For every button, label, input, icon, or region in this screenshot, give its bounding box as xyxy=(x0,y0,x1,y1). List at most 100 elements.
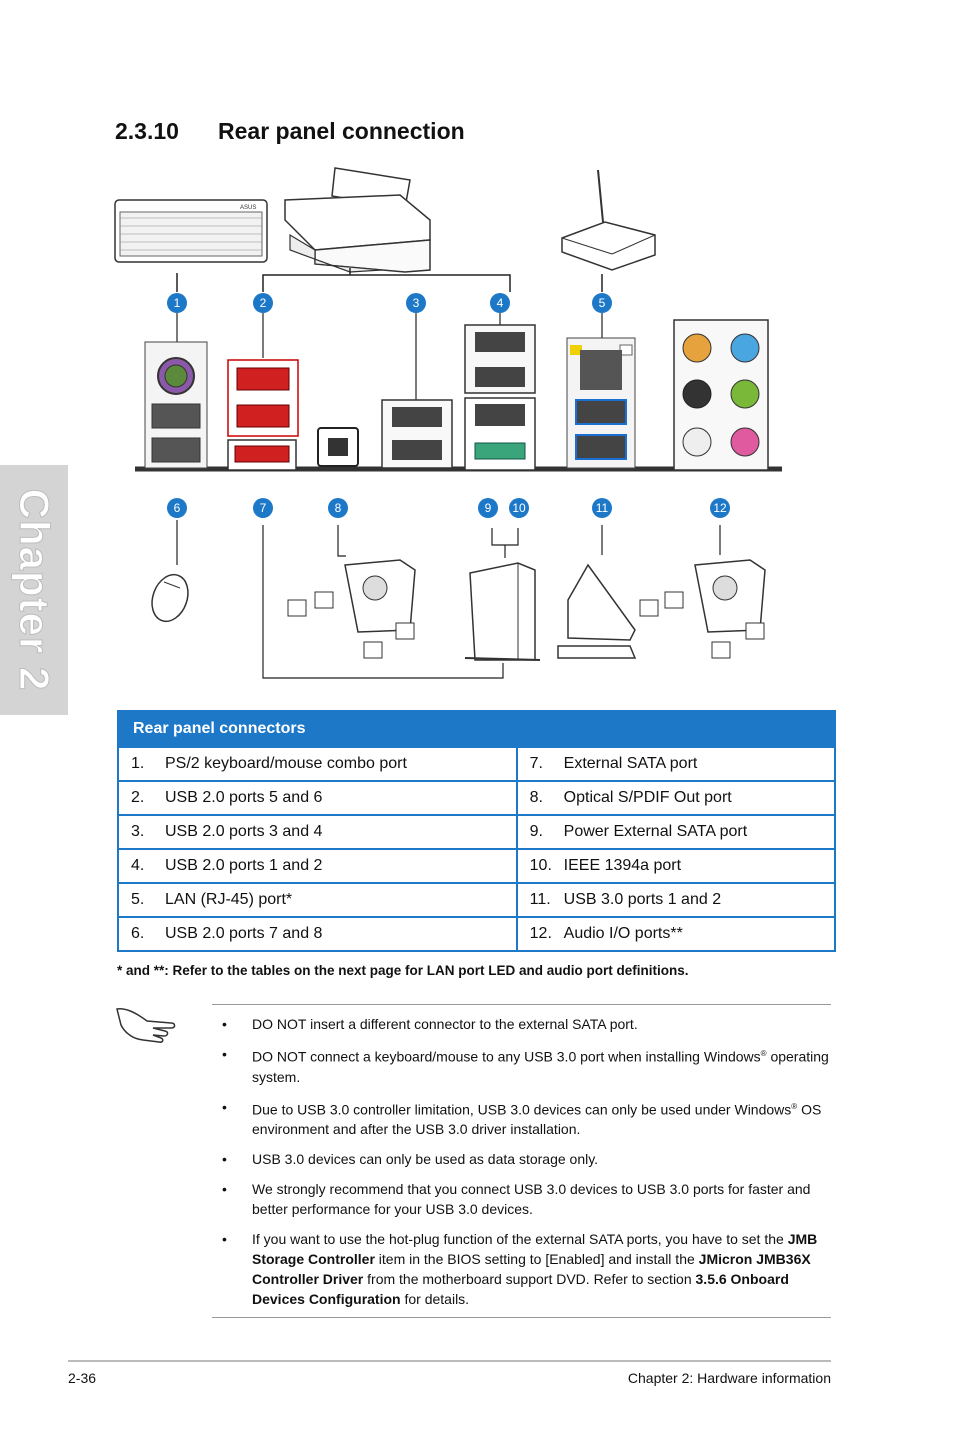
marker-2-label: 2 xyxy=(260,296,267,310)
marker-12-label: 12 xyxy=(713,501,727,515)
row-label: USB 2.0 ports 5 and 6 xyxy=(165,789,323,806)
rear-panel-diagram: ASUS 1 2 3 4 5 xyxy=(114,167,782,679)
row-number: 1. xyxy=(131,755,145,772)
spdif-opening xyxy=(328,438,348,456)
row-label: USB 3.0 ports 1 and 2 xyxy=(563,891,722,908)
ps2-usb-block xyxy=(144,341,208,469)
table-row: 2. USB 2.0 ports 5 and 6 8. Optical S/PDIF… xyxy=(117,780,837,816)
row-label: External SATA port xyxy=(563,755,698,772)
keyboard-icon: ASUS xyxy=(114,199,268,263)
note-text: operating system. xyxy=(252,1048,829,1085)
marker-10 xyxy=(509,498,529,518)
row-label: USB 2.0 ports 7 and 8 xyxy=(165,925,323,942)
row-number: 11. xyxy=(529,891,551,908)
mouse-icon xyxy=(151,573,189,623)
chapter-tab: Chapter 2 xyxy=(0,465,68,715)
bullet: • xyxy=(222,1046,227,1062)
rear-panel-connectors-table: Rear panel connectors 1. PS/2 keyboard/mo… xyxy=(117,710,837,952)
lan-usb3-block xyxy=(566,337,636,469)
table-row: 1. PS/2 keyboard/mouse combo port 7. Exter… xyxy=(117,746,837,782)
marker-7 xyxy=(253,498,273,518)
bullet: • xyxy=(222,1231,227,1248)
marker-5-label: 5 xyxy=(599,296,606,310)
note-text: for details. xyxy=(404,1291,470,1308)
section-title: Rear panel connection xyxy=(218,118,465,144)
marker-1-label: 1 xyxy=(174,296,181,310)
registered-mark: ® xyxy=(791,1101,798,1111)
bullet: • xyxy=(222,1016,227,1032)
note-text: Due to USB 3.0 controller limitation, US… xyxy=(252,1101,792,1118)
note-item: • USB 3.0 devices can only be used as da… xyxy=(222,1149,834,1169)
speaker-set-icon xyxy=(287,559,416,659)
note-text: from the motherboard support DVD. Refer … xyxy=(367,1271,692,1288)
note-item: • If you want to use the hot-plug functi… xyxy=(222,1229,834,1309)
row-label: USB 2.0 ports 3 and 4 xyxy=(165,823,323,840)
usb-12-1394-block xyxy=(464,324,536,471)
table-row: 4. USB 2.0 ports 1 and 2 10. IEEE 1394a po… xyxy=(117,848,837,884)
row-label: PS/2 keyboard/mouse combo port xyxy=(165,755,407,772)
note-text: item in the BIOS setting to [Enabled] an… xyxy=(378,1251,695,1268)
chapter-tab-label: Chapter 2 xyxy=(11,488,59,692)
hand-note-icon xyxy=(116,1007,176,1043)
bullet: • xyxy=(222,1181,227,1198)
row-label: USB 2.0 ports 1 and 2 xyxy=(165,857,323,874)
row-number: 3. xyxy=(131,823,145,840)
section-number: 2.3.10 xyxy=(115,118,179,144)
note-text: We strongly recommend that you connect U… xyxy=(252,1181,811,1218)
row-number: 12. xyxy=(529,925,552,942)
note-item: • DO NOT connect a keyboard/mouse to any… xyxy=(222,1044,834,1087)
notes-bottom-rule xyxy=(212,1317,831,1318)
usb-34-block xyxy=(381,399,453,469)
svg-text:ASUS: ASUS xyxy=(240,205,256,211)
marker-9-label: 9 xyxy=(485,501,492,515)
marker-4 xyxy=(490,293,510,313)
marker-5 xyxy=(592,293,612,313)
notes-list: • DO NOT insert a different connector to… xyxy=(222,1014,834,1319)
row-number: 10. xyxy=(529,857,552,874)
external-drive-icon xyxy=(464,562,541,661)
registered-mark: ® xyxy=(760,1049,767,1058)
marker-10-label: 10 xyxy=(512,501,526,515)
note-item: • DO NOT insert a different connector to… xyxy=(222,1014,834,1034)
note-text: USB 3.0 devices can only be used as data… xyxy=(252,1151,599,1168)
row-number: 8. xyxy=(529,789,543,806)
marker-6-label: 6 xyxy=(174,501,181,515)
row-number: 6. xyxy=(131,925,145,942)
row-label: IEEE 1394a port xyxy=(563,857,682,874)
usb-56-block xyxy=(227,359,299,437)
row-number: 4. xyxy=(131,857,145,874)
table-header: Rear panel connectors xyxy=(117,710,836,748)
speaker-set-icon-2 xyxy=(639,559,766,659)
marker-7-label: 7 xyxy=(260,501,267,515)
marker-11-label: 11 xyxy=(596,501,609,515)
note-text: DO NOT connect a keyboard/mouse to any U… xyxy=(252,1048,761,1065)
footer-rule xyxy=(68,1360,831,1362)
bios-item-name: JMB Storage Controller xyxy=(252,1231,818,1268)
marker-8-label: 8 xyxy=(335,501,342,515)
bullet: • xyxy=(222,1151,227,1168)
marker-4-label: 4 xyxy=(497,296,504,310)
marker-9 xyxy=(478,498,498,518)
notes-top-rule xyxy=(212,1004,831,1005)
page-footer-title: Chapter 2: Hardware information xyxy=(627,1370,831,1386)
note-text: OS environment and after the USB 3.0 dri… xyxy=(252,1101,822,1138)
marker-3-label: 3 xyxy=(413,296,420,310)
footnote: * and **: Refer to the tables on the nex… xyxy=(117,963,689,978)
marker-6 xyxy=(167,498,187,518)
row-label: Power External SATA port xyxy=(563,823,748,840)
row-label: LAN (RJ-45) port* xyxy=(165,891,293,908)
table-row: 6. USB 2.0 ports 7 and 8 12. Audio I/O por… xyxy=(117,916,837,952)
note-text: If you want to use the hot-plug function… xyxy=(252,1231,784,1248)
note-item: • Due to USB 3.0 controller limitation, … xyxy=(222,1097,834,1140)
esata-connector xyxy=(234,445,290,463)
audio-block xyxy=(673,319,769,471)
row-number: 7. xyxy=(529,755,543,772)
row-label: Audio I/O ports** xyxy=(563,925,683,942)
marker-2 xyxy=(253,293,273,313)
row-number: 2. xyxy=(131,789,145,806)
row-label: Optical S/PDIF Out port xyxy=(563,789,732,806)
notebook-icon xyxy=(557,563,637,659)
page-number: 2-36 xyxy=(68,1370,97,1386)
bullet: • xyxy=(222,1098,227,1115)
printer-icon xyxy=(284,167,431,273)
